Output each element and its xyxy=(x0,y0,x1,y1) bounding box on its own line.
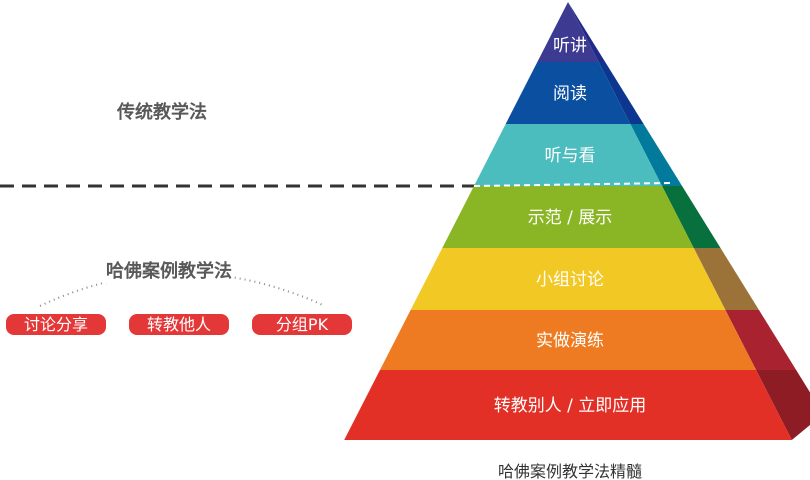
pyramid-level-label: 听讲 xyxy=(553,36,587,56)
pyramid-level-1 xyxy=(505,62,631,124)
pyramid-side-1 xyxy=(598,62,644,124)
pyramid-level-0 xyxy=(537,2,599,62)
pyramid-side-2 xyxy=(630,124,683,186)
pyramid-level-5 xyxy=(379,310,757,370)
pyramid-side-4 xyxy=(693,248,759,310)
pyramid-level-6 xyxy=(344,370,792,440)
pyramid-level-label: 转教别人 / 立即应用 xyxy=(494,396,647,416)
pyramid-side-6 xyxy=(756,370,810,440)
pyramid-side-5 xyxy=(725,310,797,370)
pyramid-level-4 xyxy=(410,248,726,310)
pyramid-level-label: 听与看 xyxy=(545,146,596,166)
pyramid-side-0 xyxy=(568,2,606,62)
caption: 哈佛案例教学法精髓 xyxy=(497,462,642,480)
pyramid-level-label: 小组讨论 xyxy=(536,270,604,290)
harvard-method-label: 哈佛案例教学法 xyxy=(104,257,234,283)
pyramid-divider xyxy=(473,182,671,187)
pyramid-level-2 xyxy=(473,124,663,186)
method-pill: 转教他人 xyxy=(129,314,229,335)
traditional-method-label: 传统教学法 xyxy=(117,102,207,123)
pyramid-side-3 xyxy=(662,186,721,248)
method-pill: 分组PK xyxy=(252,314,352,335)
method-pill: 讨论分享 xyxy=(6,314,106,335)
pyramid-level-label: 阅读 xyxy=(553,84,587,104)
pyramid-level-label: 示范 / 展示 xyxy=(528,208,613,228)
pyramid-level-label: 实做演练 xyxy=(536,331,604,351)
pyramid-level-3 xyxy=(442,186,694,248)
